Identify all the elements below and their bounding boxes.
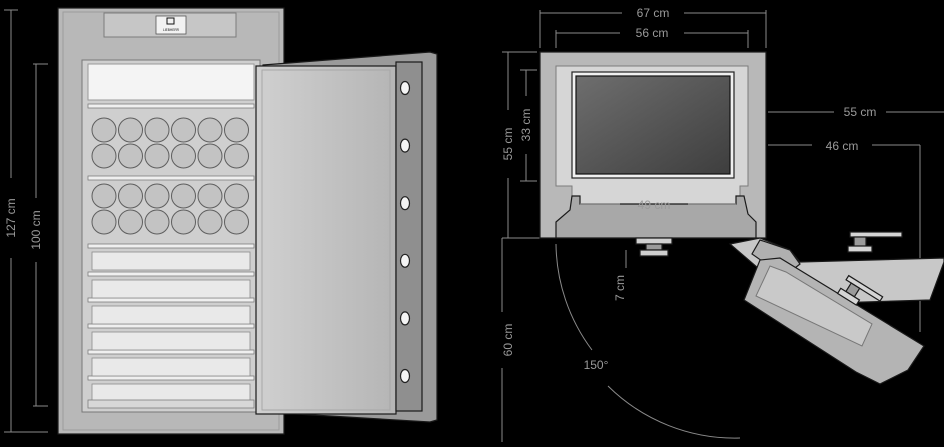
bottle-end [91, 117, 117, 143]
shelf [87, 271, 255, 277]
bottle-end [171, 209, 196, 235]
brand-logo-text: LIEBHERR [163, 28, 180, 32]
label-depth-without-handle: 46 cm [826, 139, 859, 153]
dimension-interior-width: 56 cm [555, 26, 749, 48]
shelf [87, 297, 255, 303]
open-door [255, 51, 438, 423]
drawer [91, 279, 251, 299]
door-open-top [728, 231, 944, 385]
door-bolt [399, 196, 411, 211]
label-total-width: 67 cm [637, 6, 670, 20]
drawer [91, 383, 251, 403]
door-handle-closed [635, 237, 673, 257]
door-bolt [399, 311, 411, 326]
interior-bottom [87, 399, 255, 409]
shelf [87, 243, 255, 249]
door-bolt [399, 80, 411, 96]
brand-logo [155, 15, 187, 35]
label-handle-depth: 7 cm [613, 275, 627, 301]
drawer [91, 305, 251, 325]
bottle-end [118, 143, 143, 169]
bottle-end [144, 117, 170, 143]
label-door-clearance: 60 cm [501, 324, 515, 357]
shelf [87, 175, 255, 181]
door-bolt [399, 368, 411, 384]
door-hinges [399, 80, 411, 384]
bottle-end [171, 143, 196, 169]
front-shelves [87, 103, 255, 409]
dimension-total-depth: 55 cm [768, 105, 944, 119]
bottle-end [91, 143, 117, 169]
label-interior-height: 100 cm [29, 210, 43, 249]
door-bolt [399, 253, 411, 268]
bottle-end [171, 183, 196, 209]
interior-top-light [87, 63, 255, 101]
dimension-interior-height: 100 cm [29, 63, 48, 407]
bottle-end [118, 183, 143, 209]
bottle-end [118, 117, 143, 143]
bottle-end [144, 143, 170, 169]
drawer [91, 251, 251, 271]
front-bottles [91, 117, 249, 235]
bottle-end [144, 183, 170, 209]
bottle-end [118, 209, 143, 235]
front-view: 127 cm 100 cm LIEBHERR [4, 7, 438, 435]
label-side-depth: 55 cm [501, 128, 515, 161]
door-swing-arc: 150° [555, 243, 741, 439]
dimension-total-width: 67 cm [539, 6, 767, 48]
bottle-end [91, 209, 117, 235]
bottle-end [197, 209, 223, 235]
dimension-handle-depth: 7 cm [613, 250, 627, 301]
dimension-side-depth: 55 cm [501, 51, 556, 239]
bottle-end [197, 143, 223, 169]
dimension-interior-depth: 33 cm [519, 69, 537, 182]
label-interior-width: 56 cm [636, 26, 669, 40]
top-view: 67 cm 56 cm 55 cm 33 cm 55 c [501, 6, 944, 442]
bottle-end [197, 117, 223, 143]
label-total-depth: 55 cm [844, 105, 877, 119]
label-door-opening-width: 49 cm [638, 198, 671, 212]
drawer [91, 357, 251, 377]
label-opening-angle: 150° [584, 358, 609, 372]
dimension-door-clearance: 60 cm [501, 238, 515, 442]
bottle-end [224, 117, 249, 143]
dimension-total-height: 127 cm [4, 9, 48, 433]
shelf [87, 323, 255, 329]
label-total-height: 127 cm [4, 198, 18, 237]
bottle-end [224, 209, 249, 235]
bottle-end [171, 117, 196, 143]
bottle-end [144, 209, 170, 235]
dimension-depth-without-handle: 46 cm [768, 139, 921, 332]
bottle-end [224, 183, 249, 209]
bottle-end [224, 143, 249, 169]
label-interior-depth: 33 cm [519, 109, 533, 142]
shelf [87, 349, 255, 355]
door-profile [555, 195, 757, 239]
shelf [87, 103, 255, 109]
door-bolt [399, 138, 411, 153]
drawer [91, 331, 251, 351]
shelf [87, 375, 255, 381]
bottle-end [197, 183, 223, 209]
bottle-end [91, 183, 117, 209]
